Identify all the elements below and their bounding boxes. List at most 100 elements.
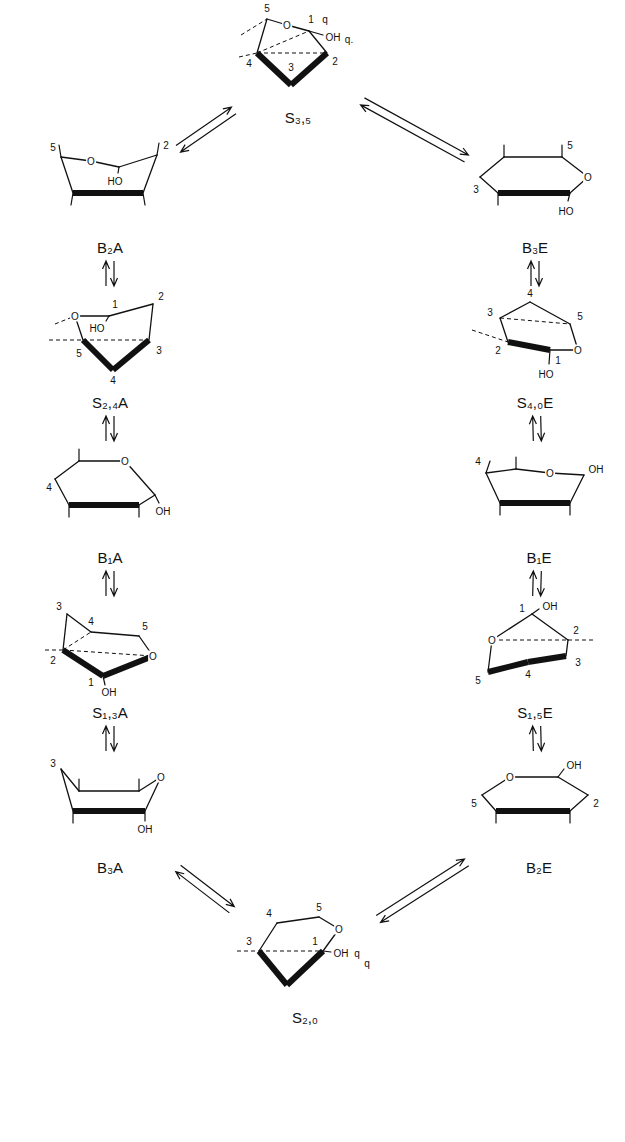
conformation-node: S₂,₀	[235, 905, 375, 1027]
atom-label: O	[487, 635, 497, 646]
equilibrium-arrow	[103, 416, 118, 441]
conformation-node: S₃,₅	[237, 5, 359, 127]
ring-bond	[277, 917, 319, 923]
atom-label: 5	[315, 902, 323, 913]
ring-bond	[63, 614, 67, 650]
conformation-name: B₁E	[524, 549, 553, 567]
front-bond	[500, 500, 570, 506]
substituent-bond	[486, 461, 490, 473]
atom-label: OH	[588, 464, 605, 475]
front-bond	[496, 808, 570, 814]
reference-plane	[241, 19, 267, 35]
equilibrium-arrow	[176, 865, 235, 913]
equilibrium-arrow	[103, 571, 118, 596]
substituent-bond	[155, 495, 159, 503]
substituent-bond	[106, 316, 109, 321]
ring-conformation	[487, 609, 594, 675]
atom-label: 1	[311, 936, 319, 947]
ring-bond	[532, 614, 568, 640]
atom-label: 5	[576, 311, 584, 322]
atom-label: 2	[592, 798, 600, 809]
ring-bond	[257, 19, 267, 53]
substituent-bond	[144, 811, 145, 821]
atom-label: O	[505, 772, 515, 783]
atom-label: OH	[101, 687, 118, 698]
atom-label: O	[545, 468, 555, 479]
substituent-bond	[561, 145, 562, 157]
atom-label: O	[70, 311, 80, 322]
ring-conformation	[482, 769, 588, 823]
equilibrium-arrow	[103, 726, 118, 751]
atom-label: OH	[566, 760, 583, 771]
ring-bond	[143, 155, 157, 193]
ring-bond	[504, 156, 562, 157]
reference-plane	[45, 650, 63, 651]
atom-label: O	[282, 20, 292, 31]
substituent-bond	[138, 779, 139, 791]
atom-label: 3	[287, 62, 295, 73]
atom-label: O	[334, 924, 344, 935]
ring-conformation	[239, 19, 329, 87]
equilibrium-arrow	[529, 726, 544, 751]
atom-label: 1	[554, 355, 562, 366]
reference-plane	[237, 951, 259, 952]
substituent-bond	[68, 505, 69, 517]
ring-conformation	[45, 614, 154, 685]
atom-label: 2	[157, 291, 165, 302]
atom-label: HO	[558, 206, 575, 217]
ring-bond	[510, 776, 558, 777]
ring-conformation	[49, 304, 153, 372]
atom-label: 4	[87, 616, 95, 627]
reference-plane	[49, 340, 83, 341]
substituent-bond	[143, 193, 145, 205]
atom-label: 4	[265, 908, 273, 919]
substituent-bond	[558, 769, 564, 777]
equilibrium-arrow	[376, 859, 469, 922]
atom-label: HO	[107, 176, 124, 187]
front-bond	[257, 949, 290, 987]
substituent-bond	[78, 779, 79, 791]
conformation-name: S₃,₅	[283, 109, 313, 127]
ring-bond	[149, 304, 153, 340]
atom-label: 5	[75, 348, 83, 359]
front-bond	[289, 51, 329, 87]
ring-bond	[558, 777, 588, 795]
front-bond	[285, 949, 325, 987]
atom-label: 3	[49, 758, 57, 769]
atom-label: OH	[333, 948, 350, 959]
front-bond	[81, 338, 115, 372]
ring-bond	[570, 795, 588, 811]
equilibrium-arrow	[176, 107, 236, 152]
ring-bond	[492, 614, 532, 640]
conformation-name: B₃A	[95, 859, 125, 877]
conformation-name: S₁,₅E	[515, 704, 554, 722]
ring-bond	[61, 769, 73, 811]
reference-plane	[257, 53, 327, 54]
substituent-bond	[532, 609, 539, 614]
atom-label: 4	[245, 58, 253, 69]
substituent-bond	[103, 676, 105, 685]
ring-bond	[55, 461, 79, 479]
ring-bond	[566, 640, 568, 656]
reference-plane	[63, 650, 153, 656]
atom-label: 4	[474, 456, 482, 467]
ring-bond	[75, 315, 109, 316]
ring-bond	[570, 475, 584, 503]
ring-bond	[500, 302, 530, 318]
conformation-name: S₂,₀	[290, 1009, 320, 1027]
atom-label: OH	[137, 824, 154, 835]
equilibrium-arrow	[103, 261, 118, 286]
conformation-name: B₃E	[520, 239, 550, 257]
conformation-name: B₂A	[95, 239, 125, 257]
reference-plane	[500, 318, 570, 324]
equilibrium-arrow	[528, 261, 543, 286]
atom-label: O	[156, 772, 166, 783]
substituent-bond	[495, 811, 496, 823]
atom-label: O	[120, 456, 130, 467]
substituent-bond	[569, 811, 570, 823]
atom-label: 3	[55, 601, 63, 612]
conformation-name: S₁,₃A	[90, 704, 129, 722]
atom-label: O	[86, 156, 96, 167]
atom-label: 5	[566, 140, 574, 151]
